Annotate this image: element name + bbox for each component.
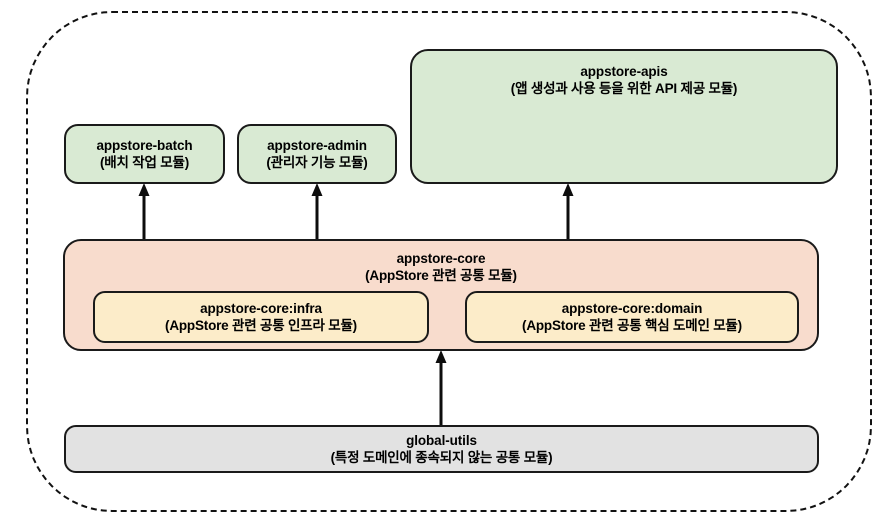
module-subtitle: (앱 생성과 사용 등을 위한 API 제공 모듈) (510, 81, 738, 97)
module-appstore-admin[interactable]: appstore-admin (관리자 기능 모듈) (237, 124, 397, 184)
module-subtitle: (특정 도메인에 종속되지 않는 공통 모듈) (330, 450, 553, 465)
module-title: appstore-core (396, 251, 486, 266)
module-title: appstore-core:domain (561, 300, 703, 316)
module-title: appstore-core:infra (200, 300, 322, 316)
module-subtitle: (AppStore 관련 공통 모듈) (365, 268, 517, 284)
module-subtitle: (관리자 기능 모듈) (266, 155, 368, 170)
module-appstore-batch[interactable]: appstore-batch (배치 작업 모듈) (64, 124, 225, 184)
arrow-core-to-admin (309, 182, 325, 242)
module-global-utils[interactable]: global-utils (특정 도메인에 종속되지 않는 공통 모듈) (64, 425, 819, 473)
module-title: appstore-apis (580, 64, 668, 79)
module-appstore-core-domain[interactable]: appstore-core:domain (AppStore 관련 공통 핵심 … (465, 291, 799, 343)
system-boundary (26, 11, 872, 512)
module-subtitle: (배치 작업 모듈) (99, 155, 189, 170)
module-title: global-utils (406, 432, 477, 448)
arrow-global-utils-to-core (433, 349, 449, 427)
arrow-core-to-apis (560, 182, 576, 242)
module-title: appstore-admin (267, 137, 367, 153)
arrow-core-to-batch (136, 182, 152, 242)
module-title: appstore-batch (96, 137, 193, 153)
module-appstore-apis[interactable]: appstore-apis (앱 생성과 사용 등을 위한 API 제공 모듈) (410, 49, 838, 184)
module-appstore-core-infra[interactable]: appstore-core:infra (AppStore 관련 공통 인프라 … (93, 291, 429, 343)
module-subtitle: (AppStore 관련 공통 핵심 도메인 모듈) (522, 318, 742, 333)
module-subtitle: (AppStore 관련 공통 인프라 모듈) (165, 318, 357, 333)
